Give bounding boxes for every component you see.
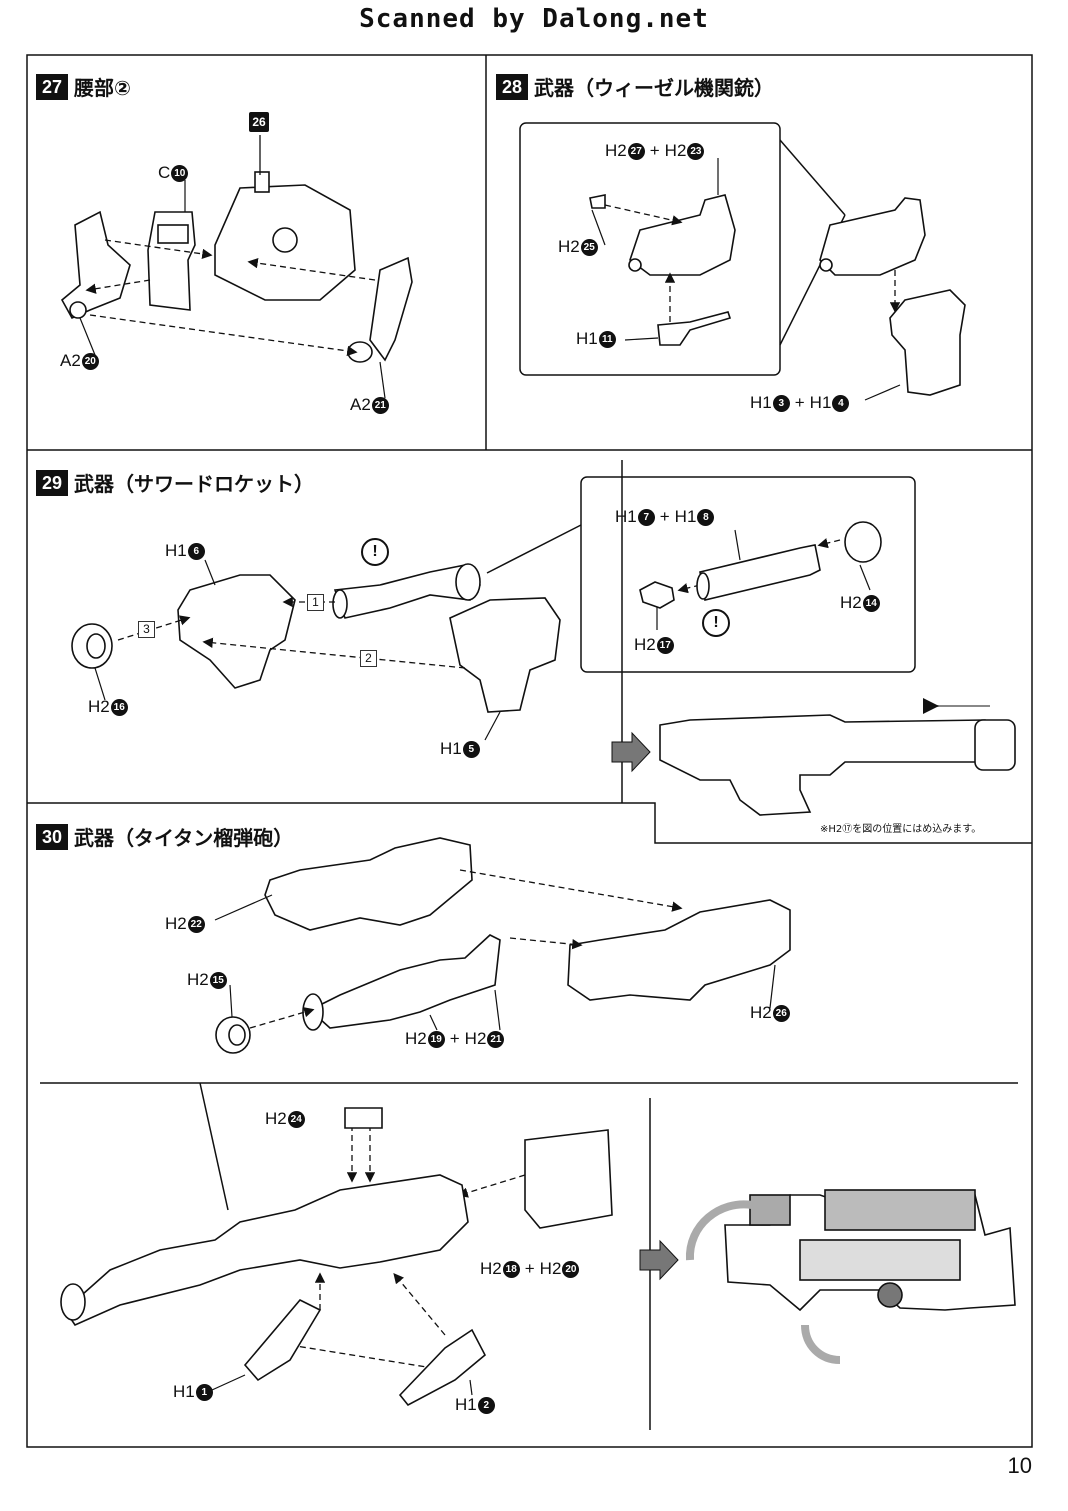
part-waist-a221 bbox=[347, 256, 413, 363]
part-label-26: 26 bbox=[248, 112, 269, 132]
part-titan-assembled bbox=[724, 1189, 1016, 1312]
page-number: 10 bbox=[1007, 1453, 1032, 1478]
arrow-right-icon-30 bbox=[639, 1239, 679, 1281]
step28-number: 28 bbox=[496, 73, 528, 100]
step27-number: 27 bbox=[36, 73, 68, 100]
step27-title: 27 腰部② bbox=[36, 72, 131, 101]
part-waist-left-plate bbox=[60, 210, 131, 320]
part-rocket-assembled bbox=[659, 714, 1016, 816]
step30-leaders bbox=[211, 894, 776, 1396]
step30-title: 30 武器（タイタン榴弾砲） bbox=[36, 822, 293, 851]
order-marker-3: 3 bbox=[138, 621, 155, 638]
step29-leaders bbox=[94, 529, 871, 741]
step30-arrows bbox=[249, 869, 683, 1374]
part-waist-c10 bbox=[147, 211, 196, 311]
rotate-arrow-icon-top bbox=[685, 1200, 753, 1261]
step28-arrows bbox=[604, 204, 901, 322]
arrow-right-icon-29 bbox=[611, 731, 651, 773]
step29-number: 29 bbox=[36, 469, 68, 496]
part-rocket-h15 bbox=[449, 597, 561, 713]
part-rocket-barrel bbox=[332, 563, 481, 619]
order-marker-1: 1 bbox=[307, 594, 324, 611]
part-rocket-h216 bbox=[71, 623, 113, 669]
part-rocket-h16 bbox=[177, 574, 296, 689]
step29-title: 29 武器（サワードロケット） bbox=[36, 468, 314, 497]
part-rocket-inset-tube bbox=[639, 521, 882, 609]
step28-name: 武器（ウィーゼル機関銃） bbox=[534, 76, 774, 100]
part-weasel-assembled bbox=[819, 197, 966, 396]
order-marker-2: 2 bbox=[360, 650, 377, 667]
rotate-arrow-icon-bottom bbox=[801, 1324, 841, 1364]
step27-leaders bbox=[79, 180, 386, 399]
part-titan-h215 bbox=[215, 1016, 251, 1054]
scanner-credit: Scanned by Dalong.net bbox=[359, 4, 709, 34]
step29-name: 武器（サワードロケット） bbox=[74, 472, 314, 496]
step28-leaders bbox=[591, 158, 901, 401]
step30-number: 30 bbox=[36, 823, 68, 850]
step27-name: 腰部② bbox=[74, 76, 131, 100]
step27-arrows bbox=[85, 135, 376, 357]
warning-icon: ! bbox=[702, 609, 730, 637]
part-titan-barrel bbox=[302, 934, 501, 1031]
warning-icon: ! bbox=[361, 538, 389, 566]
step30-name: 武器（タイタン榴弾砲） bbox=[74, 826, 294, 850]
part-waist-26 bbox=[214, 171, 356, 301]
step28-title: 28 武器（ウィーゼル機関銃） bbox=[496, 72, 774, 101]
part-titan-assembly-lower bbox=[60, 1107, 613, 1407]
part-weasel-body-inset bbox=[589, 194, 736, 346]
part-titan-h222 bbox=[264, 837, 473, 931]
part-titan-h226 bbox=[567, 899, 791, 1001]
assembly-note: ※H2⑰を図の位置にはめ込みます。 bbox=[820, 824, 982, 835]
